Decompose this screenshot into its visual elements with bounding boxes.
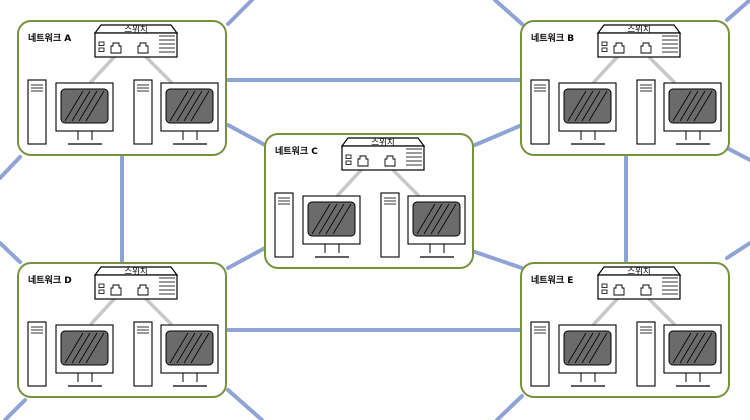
network-a: 스위치 [17, 20, 227, 156]
cable [389, 166, 420, 197]
ethernet-port-icon [613, 284, 625, 296]
monitor-icon [160, 324, 219, 387]
ethernet-port-icon [384, 155, 396, 167]
switch-label: 스위치 [371, 138, 394, 148]
cable [645, 295, 676, 326]
monitor-icon [55, 82, 114, 145]
cable [592, 53, 621, 84]
link-b-offscreen-lower-right [725, 146, 750, 162]
link-a-offscreen-left [0, 155, 22, 180]
monitor-icon [160, 82, 219, 145]
link-e-offscreen-right [725, 241, 750, 260]
network-b: 스위치 [520, 20, 730, 156]
switch-icon: 스위치 [596, 266, 682, 300]
monitor-icon [663, 82, 722, 145]
cable [89, 295, 118, 326]
tower-pc-icon [530, 321, 550, 387]
tower-pc-icon [636, 321, 656, 387]
switch-icon: 스위치 [93, 24, 179, 58]
tower-pc-icon [274, 192, 294, 258]
cable [142, 53, 173, 84]
ethernet-port-icon [137, 42, 149, 54]
monitor-icon [558, 324, 617, 387]
switch-label: 스위치 [627, 267, 650, 277]
ethernet-port-icon [640, 42, 652, 54]
tower-pc-icon [27, 321, 47, 387]
network-d: 스위치 [17, 262, 227, 398]
switch-icon: 스위치 [340, 137, 426, 171]
tower-pc-icon [380, 192, 400, 258]
ethernet-port-icon [613, 42, 625, 54]
ethernet-port-icon [110, 42, 122, 54]
link-d-offscreen-bottom-right [226, 388, 264, 420]
monitor-icon [558, 82, 617, 145]
network-label: 네트워크 C [275, 147, 318, 157]
link-d-offscreen-left [0, 241, 22, 264]
link-e-offscreen-bottom [495, 394, 524, 420]
network-label: 네트워크 B [531, 34, 575, 44]
monitor-icon [302, 195, 361, 258]
ethernet-port-icon [137, 284, 149, 296]
cable [592, 295, 621, 326]
monitor-icon [55, 324, 114, 387]
switch-icon: 스위치 [93, 266, 179, 300]
switch-label: 스위치 [627, 25, 650, 35]
cable [645, 53, 676, 84]
cable [336, 166, 365, 197]
link-c-d [226, 246, 267, 270]
link-a-c [226, 123, 267, 147]
switch-label: 스위치 [124, 267, 147, 277]
network-label: 네트워크 E [531, 276, 574, 286]
cable [142, 295, 173, 326]
tower-pc-icon [133, 321, 153, 387]
tower-pc-icon [530, 79, 550, 145]
ethernet-port-icon [640, 284, 652, 296]
tower-pc-icon [636, 79, 656, 145]
link-c-e [473, 250, 524, 270]
link-b-offscreen-top [493, 0, 524, 26]
monitor-icon [663, 324, 722, 387]
ethernet-port-icon [357, 155, 369, 167]
link-b-c [473, 123, 524, 147]
network-label: 네트워크 D [28, 276, 72, 286]
link-d-offscreen-bottom-left [3, 398, 27, 420]
network-label: 네트워크 A [28, 34, 72, 44]
switch-label: 스위치 [124, 25, 147, 35]
network-c: 스위치 [264, 133, 474, 269]
link-a-offscreen-top [226, 0, 254, 26]
link-b-offscreen-right [725, 0, 750, 22]
monitor-icon [407, 195, 466, 258]
tower-pc-icon [133, 79, 153, 145]
tower-pc-icon [27, 79, 47, 145]
switch-icon: 스위치 [596, 24, 682, 58]
ethernet-port-icon [110, 284, 122, 296]
network-e: 스위치 [520, 262, 730, 398]
cable [89, 53, 118, 84]
